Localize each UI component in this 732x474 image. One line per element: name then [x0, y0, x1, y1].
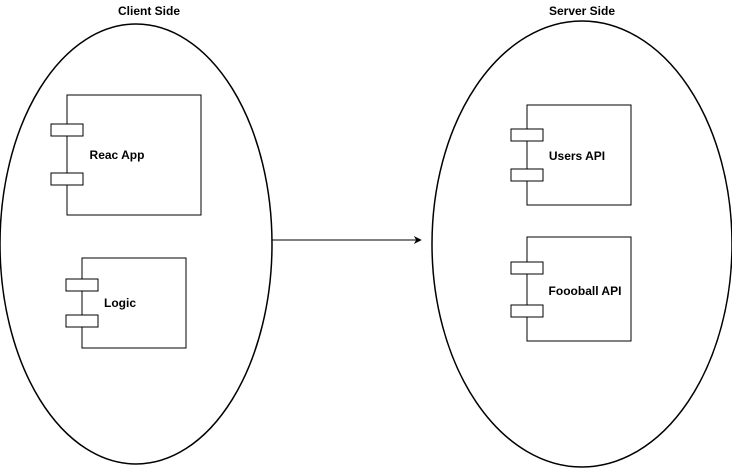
component-body [66, 94, 202, 216]
component-logic[interactable]: Logic [65, 257, 187, 349]
component-port-bottom [510, 304, 544, 318]
component-label: Logic [104, 296, 136, 310]
component-port-bottom [510, 168, 544, 182]
component-port-bottom [65, 314, 99, 328]
component-body [526, 104, 632, 206]
component-port-top [65, 278, 99, 292]
client-side-title: Client Side [118, 4, 180, 18]
component-body [81, 257, 187, 349]
component-users-api[interactable]: Users API [510, 104, 632, 206]
server-side-title: Server Side [549, 4, 615, 18]
component-label: Users API [549, 149, 605, 163]
client-side-ellipse[interactable] [0, 23, 273, 465]
component-reac-app[interactable]: Reac App [50, 94, 202, 216]
component-port-top [510, 261, 544, 275]
server-side-group: Server Side Users API Foooball API [431, 4, 732, 468]
component-body [526, 236, 632, 342]
component-label: Reac App [90, 148, 145, 162]
component-foooball-api[interactable]: Foooball API [510, 236, 632, 342]
component-label: Foooball API [549, 284, 622, 298]
component-port-bottom [50, 172, 84, 186]
client-side-group: Client Side Reac App Logic [0, 4, 273, 465]
component-port-top [50, 123, 84, 137]
component-port-top [510, 128, 544, 142]
